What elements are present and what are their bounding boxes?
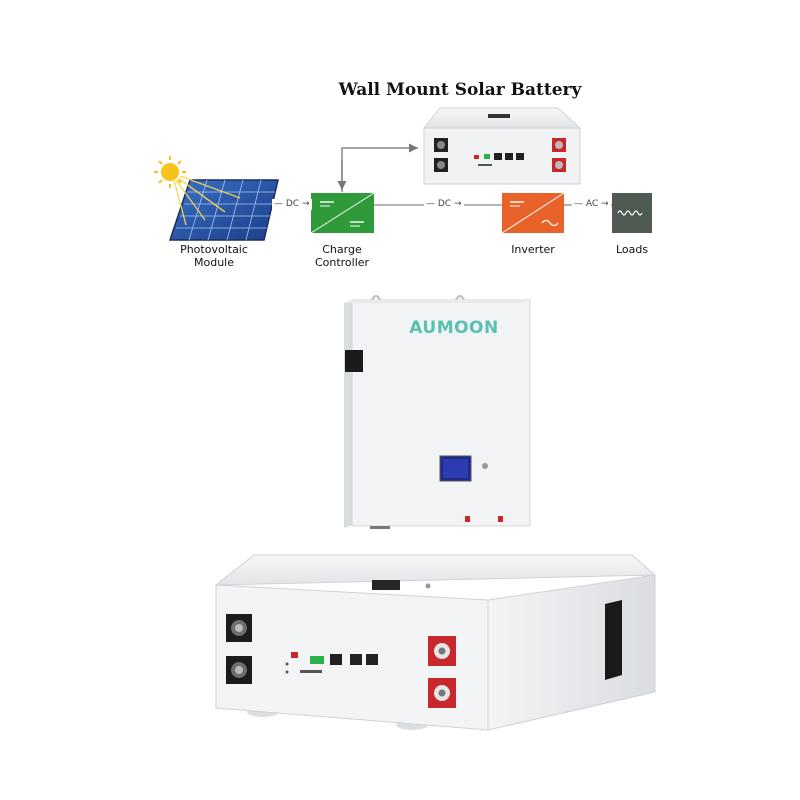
floor-battery-illustration xyxy=(214,554,657,731)
charge-controller-icon xyxy=(310,192,375,234)
node-label-controller-line1: Charge xyxy=(322,243,362,256)
wall-mount-battery-illustration xyxy=(344,295,531,529)
node-label-controller: Charge Controller xyxy=(302,243,382,269)
loads-icon xyxy=(612,193,652,233)
inverter-icon xyxy=(501,192,565,234)
sun-icon xyxy=(154,156,186,188)
node-label-controller-line2: Controller xyxy=(314,256,370,269)
link-label-inverter-loads: — AC → xyxy=(572,199,611,210)
link-label-controller-inverter: — DC → xyxy=(424,199,464,210)
node-label-inverter: Inverter xyxy=(511,243,555,256)
node-label-pv-line2: Module xyxy=(194,256,234,269)
link-label-pv-controller: — DC → xyxy=(272,199,312,210)
diagram-title: Wall Mount Solar Battery xyxy=(338,80,582,100)
solar-panel-icon xyxy=(154,156,279,241)
node-label-pv-line1: Photovoltaic xyxy=(180,243,248,256)
node-label-pv: Photovoltaic Module xyxy=(168,243,260,269)
brand-logo: AUMOON xyxy=(409,318,499,338)
node-label-loads: Loads xyxy=(615,243,649,256)
battery-small-illustration xyxy=(422,107,582,185)
